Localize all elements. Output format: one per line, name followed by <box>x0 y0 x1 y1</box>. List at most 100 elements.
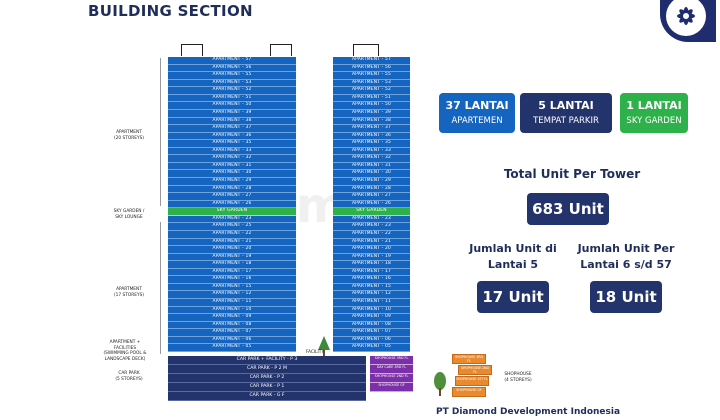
apartment-floor: APARTMENT - 32 <box>168 155 296 163</box>
car-park-floor: CAR PARK - P 2 M <box>168 365 366 374</box>
apartment-floor: APARTMENT - 56 <box>168 64 296 73</box>
label-apartment-20: APARTMENT (20 STOREYS) <box>114 130 144 141</box>
car-park-floor: CAR PARK - G F <box>168 392 366 401</box>
apartment-floor: APARTMENT - 39 <box>333 109 410 118</box>
bracket-line <box>160 58 161 206</box>
apartment-floor: APARTMENT - 29 <box>168 178 296 186</box>
apartment-floor: APARTMENT - 37 <box>168 125 296 133</box>
small-shophouse-floor: SHOPHOUSE 3RD FL <box>452 354 486 364</box>
label-shophouse: SHOPHOUSE (4 STOREYS) <box>504 372 532 383</box>
apartment-floor: APARTMENT - 12 <box>333 291 410 299</box>
apartment-floor: APARTMENT - 33 <box>333 147 410 156</box>
logo-disc <box>666 0 706 36</box>
apartment-floor: APARTMENT - 57 <box>333 57 410 65</box>
apartment-floor: APARTMENT - 05 <box>333 344 410 352</box>
label-facility: FACILITY <box>305 350 325 355</box>
apartment-floor: APARTMENT - 37 <box>333 125 410 133</box>
apartment-floor: APARTMENT - 06 <box>333 336 410 345</box>
small-shophouse-floor: SHOPHOUSE 2ND FL <box>458 365 492 375</box>
tree-icon <box>434 372 446 396</box>
apartment-floor: APARTMENT - 12 <box>168 291 296 299</box>
apartment-floor: APARTMENT - 35 <box>168 140 296 148</box>
small-shophouse-floor: SHOPHOUSE GF <box>452 387 486 397</box>
label-car-park: CAR PARK (5 STOREYS) <box>115 371 143 382</box>
apartment-floor: APARTMENT - 27 <box>333 193 410 201</box>
apartment-floor: APARTMENT - 50 <box>168 102 296 110</box>
unit-lantai6-heading: Jumlah Unit Per Lantai 6 s/d 57 <box>577 242 675 271</box>
apartment-floor: APARTMENT - 38 <box>168 117 296 126</box>
apartment-floor: APARTMENT - 20 <box>168 246 296 254</box>
badge-sub: TEMPAT PARKIR <box>533 116 599 126</box>
apartment-floor: APARTMENT - 09 <box>168 314 296 322</box>
apartment-floor: APARTMENT - 16 <box>168 276 296 284</box>
shophouse-floor: DAY CARE 3RD FL <box>370 365 413 374</box>
apartment-floor: APARTMENT - 57 <box>168 57 296 65</box>
apartment-floor: APARTMENT - 30 <box>333 170 410 178</box>
apartment-floor: APARTMENT - 17 <box>333 268 410 277</box>
badge-tempat-parkir: 5 LANTAI TEMPAT PARKIR <box>520 93 612 133</box>
badge-apartemen: 37 LANTAI APARTEMEN <box>439 93 515 133</box>
apartment-floor: APARTMENT - 55 <box>333 72 410 80</box>
apartment-floor: APARTMENT - 39 <box>168 109 296 118</box>
apartment-floor: APARTMENT - 21 <box>333 238 410 247</box>
apartment-floor: APARTMENT - 20 <box>333 246 410 254</box>
unit-lantai5-heading: Jumlah Unit di Lantai 5 <box>469 242 557 271</box>
label-apartment-facilities: APARTMENT + FACILITIES (SWIMMING POOL & … <box>103 340 147 362</box>
apartment-floor: APARTMENT - 22 <box>168 230 296 239</box>
apartment-floor: APARTMENT - 26 <box>333 200 410 209</box>
apartment-floor: APARTMENT - 51 <box>333 94 410 103</box>
flower-logo-icon <box>677 7 695 25</box>
apartment-floor: APARTMENT - 17 <box>168 268 296 277</box>
apartment-floor: APARTMENT - 08 <box>168 321 296 330</box>
apartment-floor: APARTMENT - 31 <box>333 162 410 171</box>
bracket-line <box>160 222 161 354</box>
apartment-floor: APARTMENT - 53 <box>333 79 410 88</box>
apartment-floor: APARTMENT - 11 <box>168 299 296 307</box>
apartment-floor: APARTMENT - 19 <box>333 253 410 262</box>
apartment-floor: APARTMENT - 18 <box>168 261 296 269</box>
apartment-floor: APARTMENT - 22 <box>333 230 410 239</box>
badge-sub: APARTEMEN <box>451 116 503 126</box>
tower-a-roof-right <box>270 44 292 56</box>
apartment-floor: APARTMENT - 23 <box>333 215 410 224</box>
apartment-floor: APARTMENT - 52 <box>168 87 296 95</box>
apartment-floor: APARTMENT - 53 <box>168 79 296 88</box>
label-apartment-17: APARTMENT (17 STOREYS) <box>114 287 144 298</box>
apartment-floor: APARTMENT - 32 <box>333 155 410 163</box>
badge-sky-garden: 1 LANTAI SKY GARDEN <box>620 93 688 133</box>
apartment-floor: APARTMENT - 33 <box>168 147 296 156</box>
apartment-floor: APARTMENT - 10 <box>168 306 296 315</box>
car-park-floor: CAR PARK - P 2 <box>168 374 366 383</box>
apartment-floor: APARTMENT - 29 <box>333 178 410 186</box>
label-sky-garden: SKY GARDEN / SKY LOUNGE <box>113 209 145 220</box>
badge-number: 37 LANTAI <box>445 99 509 112</box>
apartment-floor: APARTMENT - 36 <box>333 132 410 141</box>
apartment-floor: APARTMENT - 28 <box>168 185 296 194</box>
total-unit-value: 683 Unit <box>527 193 609 225</box>
apartment-floor: APARTMENT - 15 <box>333 283 410 292</box>
apartment-floor: APARTMENT - 50 <box>333 102 410 110</box>
apartment-floor: APARTMENT - 07 <box>168 329 296 337</box>
sky-garden-floor: SKY GARDEN <box>168 208 296 216</box>
apartment-floor: APARTMENT - 09 <box>333 314 410 322</box>
apartment-floor: APARTMENT - 25 <box>168 223 296 231</box>
apartment-floor: APARTMENT - 06 <box>168 336 296 345</box>
apartment-floor: APARTMENT - 36 <box>168 132 296 141</box>
apartment-floor: APARTMENT - 10 <box>333 306 410 315</box>
apartment-floor: APARTMENT - 38 <box>333 117 410 126</box>
apartment-floor: APARTMENT - 31 <box>168 162 296 171</box>
apartment-floor: APARTMENT - 52 <box>333 87 410 95</box>
tower-b-roof <box>353 44 379 56</box>
company-logo <box>660 0 716 42</box>
apartment-floor: APARTMENT - 27 <box>168 193 296 201</box>
apartment-floor: APARTMENT - 28 <box>333 185 410 194</box>
tower-a-roof-left <box>181 44 203 56</box>
apartment-floor: APARTMENT - 18 <box>333 261 410 269</box>
car-park-floor: CAR PARK - P 1 <box>168 383 366 392</box>
total-unit-heading: Total Unit Per Tower <box>503 167 641 181</box>
apartment-floor: APARTMENT - 15 <box>168 283 296 292</box>
